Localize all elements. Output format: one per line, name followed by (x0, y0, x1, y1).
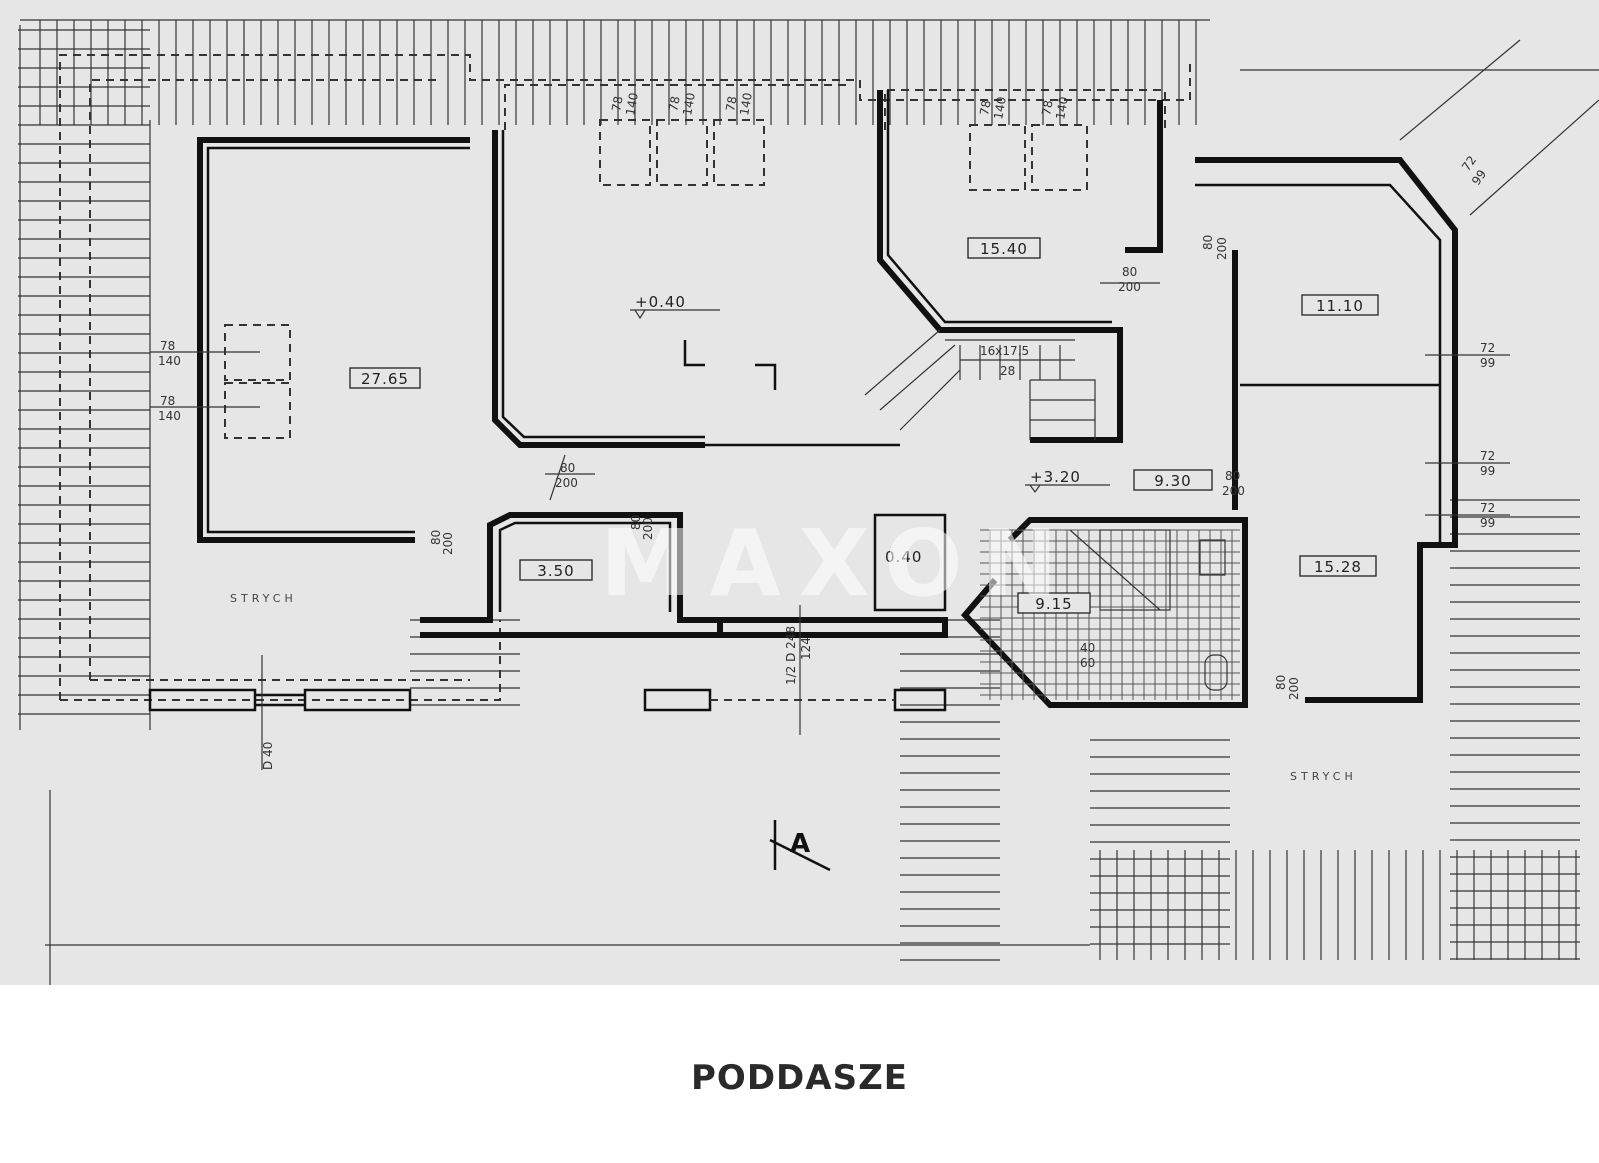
window-dim-w: 78 (160, 394, 175, 408)
window-dim-h: 99 (1480, 464, 1495, 478)
door-dim-h: 200 (1287, 677, 1301, 700)
plan-caption: PODDASZE (691, 1058, 908, 1098)
wall-room-i (873, 513, 947, 612)
door-dim-w: 80 (1225, 469, 1240, 483)
bath-note-b: 60 (1080, 656, 1095, 670)
gable-window (148, 688, 412, 712)
skylight-sub: 124 (799, 637, 813, 660)
wall-bathroom (960, 517, 1248, 708)
window-dim-h: 140 (1053, 96, 1071, 121)
roof-hatching-top (20, 19, 1210, 125)
window-dims-top-right: 78 140 78 140 (977, 96, 1071, 121)
window-dim-w: 78 (160, 339, 175, 353)
window-dim-h: 140 (158, 354, 181, 368)
room-area-i: 0.40 (885, 548, 922, 566)
room-label-d: 11.10 (1301, 294, 1379, 316)
room-label-e: 15.28 (1299, 555, 1377, 577)
room-label-f: 9.30 (1133, 469, 1213, 491)
section-marker (769, 820, 831, 872)
door-dim-h: 200 (641, 517, 655, 540)
window-dim-h: 140 (158, 409, 181, 423)
wall-room-c (1125, 100, 1163, 253)
window-dim-w: 78 (1039, 99, 1055, 116)
roof-outline (59, 54, 1191, 701)
bathtub (1099, 529, 1171, 611)
bath-note-a: 40 (1080, 641, 1095, 655)
window-dim-h: 99 (1480, 356, 1495, 370)
window-dim-w: 78 (609, 95, 625, 112)
window-dims-top-left: 78 140 78 140 78 140 (609, 92, 755, 117)
wall-corridor (877, 90, 1123, 443)
gable-note: D 40 (261, 742, 275, 770)
elevation-marker-landing (1025, 484, 1110, 494)
window-dim-h: 140 (991, 96, 1009, 121)
skylight-note: 1/2 D 248 (784, 626, 798, 685)
wall-hall (492, 130, 705, 448)
attic-label-left: STRYCH (230, 592, 297, 605)
window-dim-w: 78 (723, 95, 739, 112)
door-dim-w: 80 (629, 515, 643, 530)
hall-marks (683, 340, 777, 390)
lower-skylight-frame (643, 688, 947, 712)
roof-hatching-left (18, 25, 151, 730)
landing-elevation: +3.20 (1030, 468, 1081, 486)
sheet-lines (45, 39, 1599, 985)
room-area-e: 15.28 (1314, 558, 1362, 576)
window-dim-h: 140 (680, 92, 698, 117)
roof-hatching-bottom-right (410, 499, 1580, 961)
door-dim-w: 80 (1122, 265, 1137, 279)
door-dim-w: 80 (429, 530, 443, 545)
window-dim-w: 78 (666, 95, 682, 112)
door-dim-h: 200 (441, 532, 455, 555)
room-area-a: 27.65 (361, 370, 409, 388)
room-area-h: 3.50 (537, 562, 574, 580)
washbasin (1199, 539, 1226, 576)
window-dim-w: 72 (1480, 449, 1495, 463)
elevation-marker-hall (630, 309, 720, 320)
wall-room-d (1195, 157, 1458, 703)
room-label-a: 27.65 (349, 367, 421, 389)
wall-room-a (197, 137, 470, 543)
door-dim-h: 200 (555, 476, 578, 490)
room-area-g: 9.15 (1035, 595, 1072, 613)
toilet (1204, 654, 1228, 691)
door-dim-h: 200 (1118, 280, 1141, 294)
room-area-c: 15.40 (980, 240, 1028, 258)
floor-plan-drawing: 27.65 +0.40 15.40 11.10 15.28 9.30 9.15 … (18, 19, 1599, 985)
door-dim-h: 200 (1222, 484, 1245, 498)
room-label-h: 3.50 (519, 559, 593, 581)
stairs-spec: 16x17.5 (980, 344, 1029, 358)
window-dim-w: 72 (1480, 501, 1495, 515)
room-elevation-b: +0.40 (635, 293, 686, 311)
room-label-g: 9.15 (1017, 592, 1091, 614)
window-dim-w: 72 (1480, 341, 1495, 355)
staircase (864, 329, 1096, 440)
room-area-d: 11.10 (1316, 297, 1364, 315)
skylights (224, 119, 1088, 439)
window-dim-w: 78 (977, 99, 993, 116)
room-area-f: 9.30 (1154, 472, 1191, 490)
window-dim-h: 140 (737, 92, 755, 117)
attic-label-right: STRYCH (1290, 770, 1357, 783)
stairs-count: 28 (1000, 364, 1015, 378)
door-dim-w: 80 (1201, 235, 1215, 250)
door-dims: 80 200 80 200 80 200 80 200 80 200 80 20… (429, 235, 1301, 700)
window-dim-h: 99 (1480, 516, 1495, 530)
door-dim-w: 80 (560, 461, 575, 475)
room-label-c: 15.40 (967, 237, 1041, 259)
wall-room-h (420, 512, 723, 638)
window-dim-h: 140 (623, 92, 641, 117)
door-dim-w: 80 (1274, 675, 1288, 690)
floor-plan: 27.65 +0.40 15.40 11.10 15.28 9.30 9.15 … (0, 0, 1599, 985)
door-dim-h: 200 (1215, 237, 1229, 260)
section-mark-label: A (790, 829, 810, 859)
